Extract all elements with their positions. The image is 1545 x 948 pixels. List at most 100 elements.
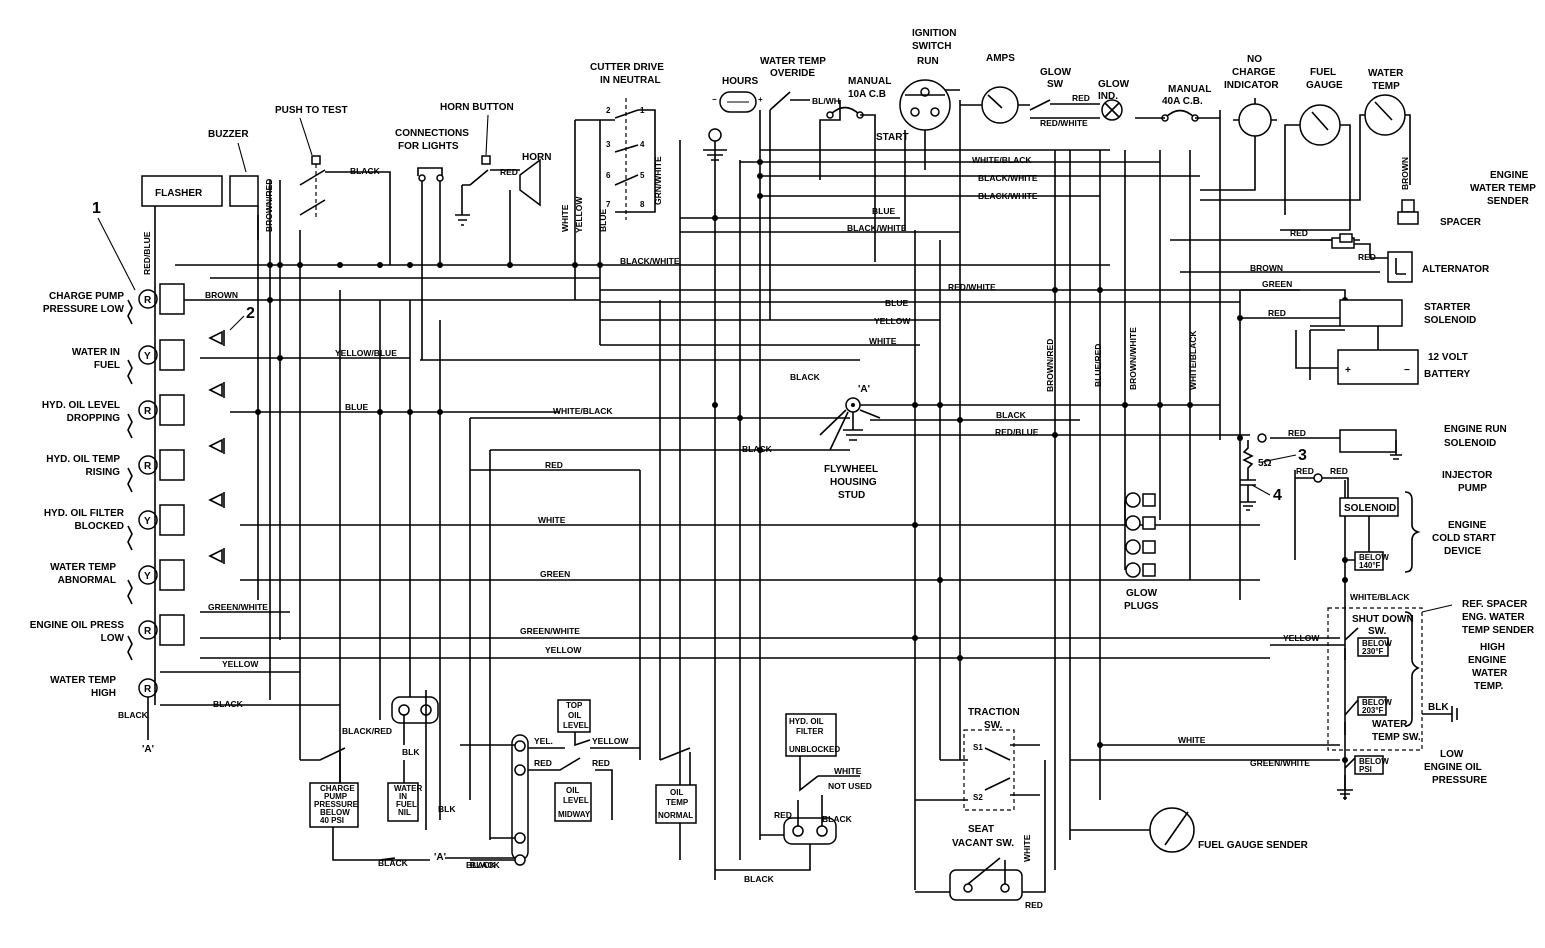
svg-text:BLACK: BLACK xyxy=(742,444,773,454)
svg-text:RED: RED xyxy=(1290,228,1308,238)
svg-text:YELLOW: YELLOW xyxy=(545,645,582,655)
svg-text:START: START xyxy=(876,132,909,143)
svg-text:RED/BLUE: RED/BLUE xyxy=(142,231,152,275)
indicator-hyd-oil-filter-blocked: HYD. OIL FILTER BLOCKED Y xyxy=(44,492,225,551)
indicator-water-temp-high: WATER TEMP HIGH R BLACK 'A' xyxy=(50,675,158,755)
svg-text:HIGH: HIGH xyxy=(1480,642,1505,653)
callout-2: 2 xyxy=(246,305,255,322)
svg-text:YELLOW: YELLOW xyxy=(222,659,259,669)
svg-text:HIGH: HIGH xyxy=(91,688,116,699)
svg-text:BLACK: BLACK xyxy=(350,166,381,176)
svg-text:−: − xyxy=(1404,365,1410,376)
hyd-oil-filter-switch: HYD. OIL FILTER UNBLOCKED WHITE NOT USED… xyxy=(715,713,872,884)
svg-text:BLACK/WHITE: BLACK/WHITE xyxy=(620,256,680,266)
svg-text:RED: RED xyxy=(1296,466,1314,476)
water-temp-overide-switch: WATER TEMP OVERIDE BL/WH xyxy=(760,56,841,180)
buzzer-box xyxy=(229,175,259,207)
svg-text:230°F: 230°F xyxy=(1362,647,1384,656)
svg-text:COLD START: COLD START xyxy=(1432,533,1496,544)
svg-text:WHITE/BLACK: WHITE/BLACK xyxy=(972,155,1032,165)
svg-text:GREEN: GREEN xyxy=(540,569,570,579)
svg-text:BLUE: BLUE xyxy=(598,209,608,232)
svg-text:SENDER: SENDER xyxy=(1487,196,1529,207)
svg-text:ABNORMAL: ABNORMAL xyxy=(58,575,116,586)
svg-text:GREEN/WHITE: GREEN/WHITE xyxy=(208,602,268,612)
svg-text:CUTTER DRIVE: CUTTER DRIVE xyxy=(590,62,664,73)
svg-text:AMPS: AMPS xyxy=(986,53,1015,64)
low-engine-oil-pressure-switch: LOW ENGINE OIL PRESSURE BELOW PSI WHITE … xyxy=(1178,735,1487,799)
svg-text:+: + xyxy=(1345,365,1351,376)
callout-4: 4 xyxy=(1273,487,1282,504)
svg-text:BLACK: BLACK xyxy=(470,860,501,870)
svg-text:PRESSURE: PRESSURE xyxy=(314,800,359,809)
water-temp-gauge: WATER TEMP BROWN xyxy=(1200,68,1411,201)
svg-text:BLUE: BLUE xyxy=(345,402,368,412)
svg-text:BLACK: BLACK xyxy=(118,710,149,720)
svg-text:DROPPING: DROPPING xyxy=(67,413,121,424)
lamp-symbol: R xyxy=(144,406,152,417)
svg-text:40A C.B.: 40A C.B. xyxy=(1162,96,1203,107)
svg-text:HORN BUTTON: HORN BUTTON xyxy=(440,102,514,113)
svg-text:5Ω: 5Ω xyxy=(1258,458,1272,469)
svg-text:LEVEL: LEVEL xyxy=(563,796,589,805)
svg-text:WATER TEMP: WATER TEMP xyxy=(50,675,116,686)
manual-10a-cb: MANUAL 10A C.B START xyxy=(826,76,909,262)
svg-text:GREEN/WHITE: GREEN/WHITE xyxy=(520,626,580,636)
svg-text:HYD. OIL: HYD. OIL xyxy=(789,717,824,726)
svg-text:BLACK: BLACK xyxy=(996,410,1027,420)
svg-text:WHITE: WHITE xyxy=(869,336,897,346)
svg-text:RED: RED xyxy=(545,460,563,470)
svg-text:TEMP.: TEMP. xyxy=(1474,681,1503,692)
seat-vacant-switch: SEAT VACANT SW. WHITE RED xyxy=(915,760,1046,910)
svg-text:ENGINE: ENGINE xyxy=(1468,655,1507,666)
svg-text:RISING: RISING xyxy=(86,467,121,478)
svg-text:HOURS: HOURS xyxy=(722,76,758,87)
svg-text:NIL: NIL xyxy=(398,808,411,817)
svg-text:WATER: WATER xyxy=(1472,668,1508,679)
flasher-buzzer-area: FLASHER BUZZER BROWN/RED xyxy=(141,129,274,240)
svg-text:BLUE/RED: BLUE/RED xyxy=(1093,344,1103,387)
svg-text:S1: S1 xyxy=(973,743,983,752)
svg-text:RED: RED xyxy=(1268,308,1286,318)
battery: 12 VOLT BATTERY + − xyxy=(1295,326,1470,385)
svg-text:FLYWHEEL: FLYWHEEL xyxy=(824,464,878,475)
glow-switch: GLOW SW RED RED/WHITE xyxy=(1029,67,1100,128)
svg-text:STARTER: STARTER xyxy=(1424,302,1471,313)
svg-text:FILTER: FILTER xyxy=(796,727,824,736)
glow-plugs: GLOW PLUGS xyxy=(1124,492,1159,612)
svg-text:PSI: PSI xyxy=(1359,765,1372,774)
shut-down-switch-assembly: WHITE/BLACK REF. SPACER ENG. WATER TEMP … xyxy=(1270,592,1535,751)
svg-text:GLOW: GLOW xyxy=(1126,588,1158,599)
svg-text:HORN: HORN xyxy=(522,152,551,163)
svg-text:WHITE: WHITE xyxy=(834,766,862,776)
lamp-symbol: R xyxy=(144,684,152,695)
svg-text:WHITE: WHITE xyxy=(1022,834,1032,862)
horn-button: HORN BUTTON RED xyxy=(440,102,520,226)
svg-text:40 PSI: 40 PSI xyxy=(320,816,344,825)
svg-text:RED/BLUE: RED/BLUE xyxy=(995,427,1039,437)
svg-text:SOLENOID: SOLENOID xyxy=(1344,503,1396,514)
svg-text:WATER: WATER xyxy=(394,784,423,793)
svg-text:BLUE: BLUE xyxy=(885,298,908,308)
svg-text:RED/WHITE: RED/WHITE xyxy=(1040,118,1088,128)
indicator-charge-pump-pressure-low: CHARGE PUMP PRESSURE LOW R xyxy=(43,283,185,325)
svg-text:+: + xyxy=(758,95,763,104)
svg-text:WATER TEMP: WATER TEMP xyxy=(50,562,116,573)
svg-text:RED: RED xyxy=(534,758,552,768)
svg-text:YELLOW/BLUE: YELLOW/BLUE xyxy=(335,348,397,358)
svg-text:SOLENOID: SOLENOID xyxy=(1424,315,1476,326)
push-to-test-label: PUSH TO TEST xyxy=(275,105,348,116)
svg-text:2: 2 xyxy=(606,106,611,115)
svg-text:BROWN/RED: BROWN/RED xyxy=(1045,339,1055,392)
svg-text:ENG. WATER: ENG. WATER xyxy=(1462,612,1525,623)
svg-text:TRACTION: TRACTION xyxy=(968,707,1020,718)
svg-text:WHITE: WHITE xyxy=(1178,735,1206,745)
svg-text:MANUAL: MANUAL xyxy=(848,76,891,87)
flywheel-housing-stud: 'A' FLYWHEEL HOUSING STUD xyxy=(819,384,881,501)
svg-text:OIL: OIL xyxy=(568,711,581,720)
junction-dots xyxy=(255,159,1348,763)
lamp-symbol: R xyxy=(144,626,152,637)
fuel-gauge-sender: FUEL GAUGE SENDER xyxy=(1070,807,1309,853)
svg-text:ENGINE: ENGINE xyxy=(1490,170,1529,181)
svg-text:BLUE: BLUE xyxy=(872,206,895,216)
